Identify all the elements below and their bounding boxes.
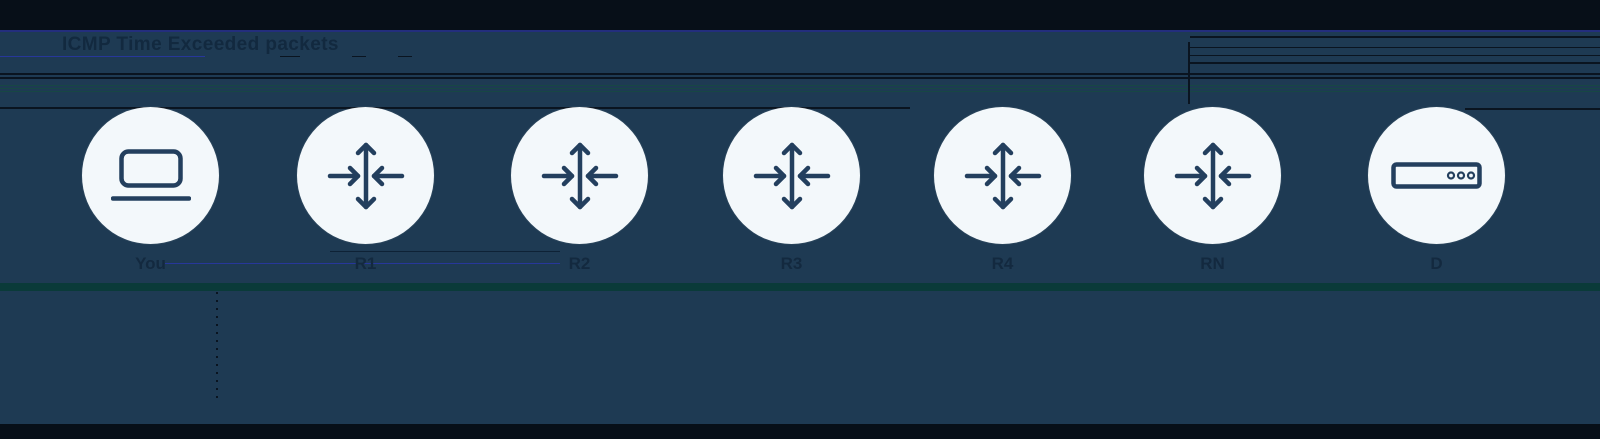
rule-line [165, 263, 560, 264]
top-letterbox-band [0, 0, 1600, 32]
rule-line [0, 107, 910, 109]
node-you: You [82, 107, 219, 274]
node-label: D [1430, 254, 1443, 273]
rule-dash [398, 56, 412, 57]
router-icon [723, 107, 860, 244]
server-icon [1368, 107, 1505, 244]
router-icon [297, 107, 434, 244]
annotation-line [1188, 42, 1190, 104]
rule-dash [280, 56, 300, 57]
rule-line [330, 251, 560, 252]
rule-dash [352, 56, 366, 57]
rule-line [0, 77, 1600, 79]
rule-line [1465, 108, 1600, 110]
node-label: R4 [991, 254, 1014, 273]
node-router-4: R4 [934, 107, 1071, 274]
rule-line [0, 85, 1600, 86]
rule-line [0, 56, 205, 57]
rule-line [0, 73, 1600, 75]
node-router-1: R1 [297, 107, 434, 274]
diagram-title: ICMP Time Exceeded packets [62, 34, 339, 55]
rule-line [1190, 55, 1600, 56]
router-icon [934, 107, 1071, 244]
dotted-vertical-line [216, 292, 218, 402]
node-label: R2 [568, 254, 591, 273]
rule-line [0, 88, 1600, 89]
node-label: RN [1200, 254, 1225, 273]
bottom-letterbox-band [0, 424, 1600, 439]
node-label: R1 [354, 254, 377, 273]
node-router-2: R2 [511, 107, 648, 274]
node-destination: D [1368, 107, 1505, 274]
rule-line [0, 91, 1600, 92]
rule-line [1190, 47, 1600, 48]
router-icon [1144, 107, 1281, 244]
node-router-3: R3 [723, 107, 860, 274]
teal-divider-band [0, 283, 1600, 291]
laptop-icon [82, 107, 219, 244]
node-router-n: RN [1144, 107, 1281, 274]
rule-line [1190, 36, 1600, 38]
router-icon [511, 107, 648, 244]
rule-line [1190, 62, 1600, 64]
node-label: R3 [780, 254, 803, 273]
node-label: You [135, 254, 166, 273]
